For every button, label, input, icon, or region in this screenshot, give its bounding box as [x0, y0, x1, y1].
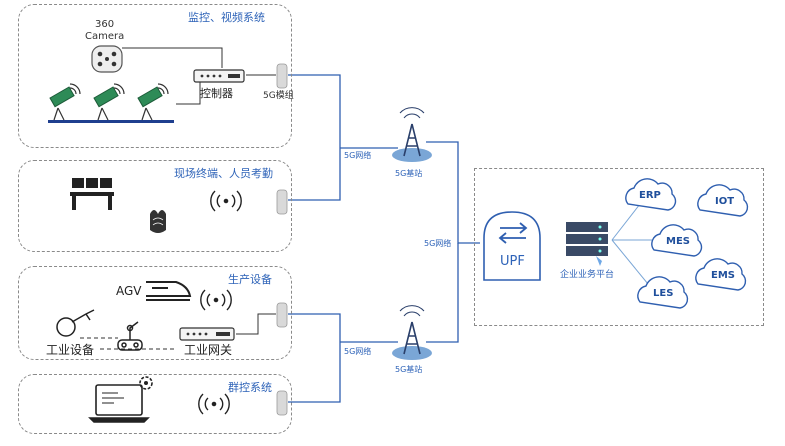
industrial-equipment-label: 工业设备 — [46, 343, 95, 357]
network-label-bottom: 5G网络 — [344, 347, 372, 356]
wireless-signal-production-icon — [200, 289, 232, 311]
module-cylinder-terminal — [276, 189, 288, 215]
platform-box — [474, 168, 764, 326]
base-station-bottom-icon — [392, 305, 432, 360]
link-production-to-station-bottom — [288, 313, 341, 342]
cloud-erp-icon — [625, 178, 677, 211]
group-cluster-box — [18, 374, 292, 434]
wireless-signal-cluster-icon — [198, 393, 230, 415]
group-monitor-box — [18, 4, 292, 148]
surveillance-camera-1 — [49, 86, 75, 108]
controller-label: 控制器 — [200, 87, 233, 100]
network-label-mid: 5G网络 — [424, 239, 452, 248]
camera360-label-line1: 360 — [95, 19, 115, 30]
production-wiring — [80, 313, 276, 350]
cloud-mes-icon — [651, 224, 703, 257]
monitor-wiring — [122, 47, 276, 105]
link-station-top-to-upf — [426, 141, 480, 244]
surveillance-camera-3 — [137, 86, 163, 108]
enterprise-server-icon — [566, 222, 608, 266]
group-production-title: 生产设备 — [228, 273, 272, 286]
camera360-label-line2: Camera — [85, 31, 125, 42]
cloud-erp-label: ERP — [639, 190, 661, 201]
cloud-les-label: LES — [653, 288, 674, 299]
terminal-devices-icon — [70, 178, 114, 210]
surveillance-camera-2 — [93, 86, 119, 108]
agv-train-icon — [146, 281, 192, 301]
group-cluster-title: 群控系统 — [228, 381, 272, 394]
wireless-signals — [198, 190, 242, 415]
agv-label: AGV — [116, 284, 142, 298]
camera-rail — [48, 120, 174, 123]
cloud-ems-label: EMS — [711, 270, 735, 281]
industrial-gateway-label: 工业网关 — [184, 343, 233, 357]
cloud-iot-icon — [697, 184, 749, 217]
module-cylinders — [276, 63, 288, 416]
camera360-icon — [91, 45, 123, 73]
wireless-signal-terminal-icon — [210, 190, 242, 212]
module-cylinder-production — [276, 302, 288, 328]
station-label-bottom: 5G基站 — [395, 365, 423, 374]
group-terminal-box — [18, 160, 292, 252]
fingerprint-icon — [150, 210, 166, 233]
cloud-mes-label: MES — [666, 236, 690, 247]
link-cluster-to-station-bottom — [288, 342, 341, 403]
robot-cart-icon — [117, 321, 143, 351]
link-monitor-to-station-top — [288, 74, 341, 148]
module-cylinder-cluster — [276, 390, 288, 416]
clouds — [625, 178, 749, 309]
upf-icon — [483, 211, 541, 281]
module-cylinder-monitor — [276, 63, 288, 89]
gateway-icon — [179, 327, 235, 341]
controller-icon — [193, 69, 245, 83]
cloud-iot-label: IOT — [715, 196, 735, 207]
group-production-box — [18, 266, 292, 360]
enterprise-platform-label: 企业业务平台 — [560, 270, 615, 280]
robot-arm-icon — [56, 309, 95, 337]
station-label-top: 5G基站 — [395, 169, 423, 178]
base-station-top-icon — [392, 107, 432, 162]
cloud-ems-icon — [695, 258, 747, 291]
network-label-top: 5G网络 — [344, 151, 372, 160]
cloud-connectors — [611, 203, 656, 285]
link-terminal-to-station-top — [288, 148, 341, 201]
group-monitor-title: 监控、视频系统 — [188, 11, 265, 24]
connection-lines — [288, 74, 480, 403]
group-terminal-title: 现场终端、人员考勤 — [174, 167, 273, 180]
cloud-les-icon — [637, 276, 689, 309]
module5g-label: 5G模组 — [263, 91, 294, 101]
surveillance-cameras — [49, 83, 169, 121]
gear-icon — [139, 376, 153, 390]
laptop-icon — [88, 384, 150, 423]
upf-label: UPF — [500, 254, 525, 269]
link-station-bottom-to-upf — [426, 243, 459, 343]
